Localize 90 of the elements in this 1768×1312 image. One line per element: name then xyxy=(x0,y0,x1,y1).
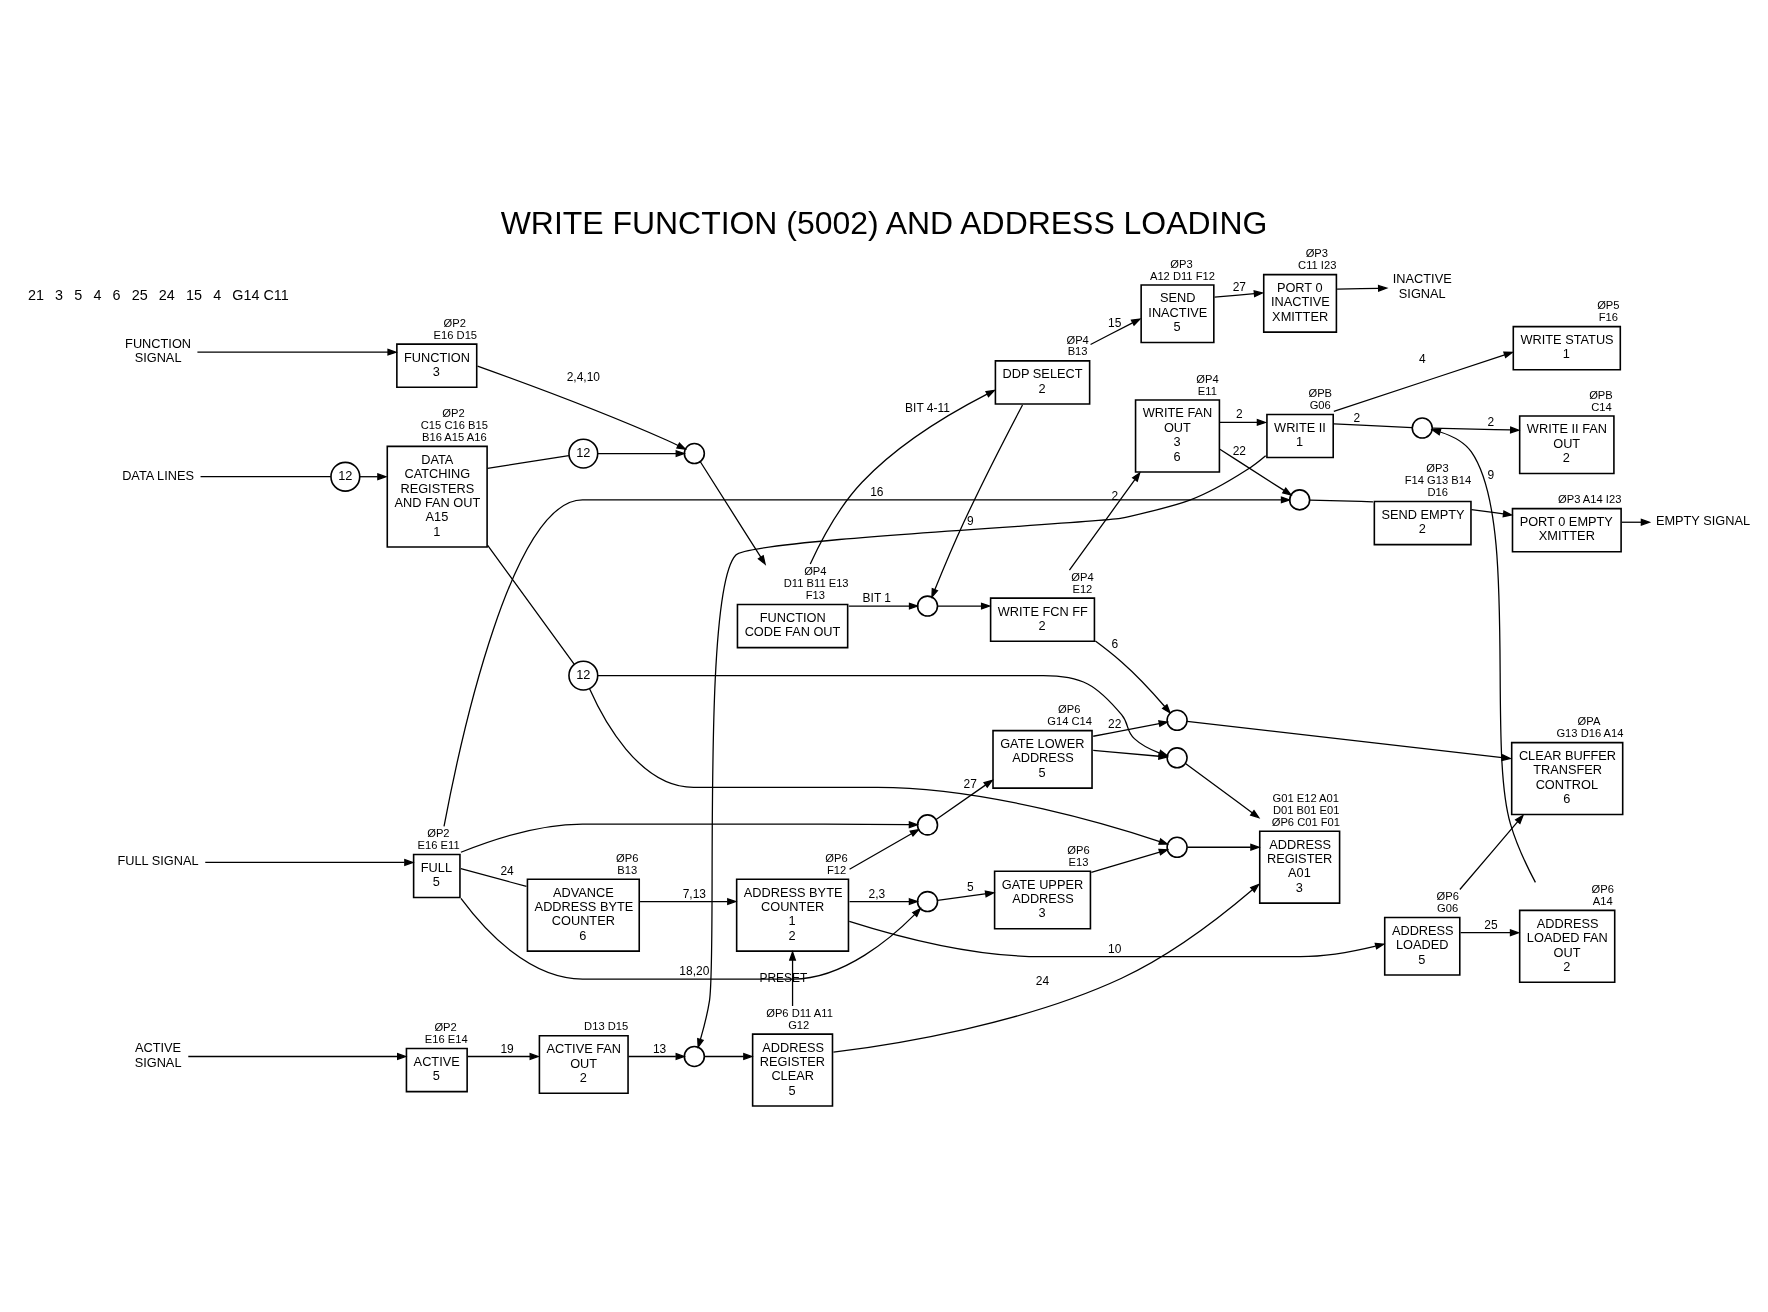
node-label: E16 E11 xyxy=(417,839,460,852)
node-text: FUNCTION SIGNAL xyxy=(125,335,192,366)
node-label: ØP4 xyxy=(804,565,827,578)
label: 21 xyxy=(27,286,44,303)
label: 25 xyxy=(131,286,148,303)
node-label: G06 xyxy=(1437,902,1459,915)
node-label: ØP4 xyxy=(1196,372,1219,385)
label: 6 xyxy=(112,286,121,303)
node-label: ØP2 xyxy=(427,827,450,840)
edge-label: 5 xyxy=(966,880,974,895)
node-text: INACTIVE SIGNAL xyxy=(1392,271,1452,301)
node-text: EMPTY SIGNAL xyxy=(1655,513,1751,529)
edge-label: BIT 4-11 xyxy=(905,401,950,416)
node-label: ØP3 A14 I23 xyxy=(1558,493,1622,506)
node-label: F12 xyxy=(826,863,847,876)
node-label: E11 xyxy=(1197,384,1217,397)
edge-label: 9 xyxy=(966,514,974,529)
label: G14 C11 xyxy=(232,286,289,303)
node-label: A14 xyxy=(1592,894,1613,907)
node-text: DATA LINES xyxy=(122,467,195,483)
node-label: ØPA xyxy=(1577,715,1601,728)
label: 5 xyxy=(74,286,83,303)
edge-label: 19 xyxy=(500,1041,514,1056)
edge-label: 22 xyxy=(1108,717,1122,732)
edge-label: 4 xyxy=(1418,352,1426,367)
node-label: F14 G13 B14 D16 xyxy=(1404,474,1472,499)
node-label: G13 D16 A14 xyxy=(1556,727,1624,740)
node-label: D13 D15 xyxy=(584,1020,629,1033)
edge-label: 27 xyxy=(1232,279,1247,294)
label: 24 xyxy=(158,286,175,303)
edge-label: 2 xyxy=(1487,414,1495,429)
diagram-title: WRITE FUNCTION (5002) AND ADDRESS LOADING xyxy=(500,204,1268,241)
edge-label: 10 xyxy=(1108,941,1122,956)
node-label: ØP2 xyxy=(434,1021,457,1034)
node-label: B13 xyxy=(1067,345,1088,358)
label: 3 xyxy=(55,286,64,303)
node-label: A12 D11 F12 xyxy=(1149,269,1215,282)
node-label: E16 E14 xyxy=(424,1033,468,1046)
edge-label: 18,20 xyxy=(679,964,710,979)
node-label: ØP5 xyxy=(1597,299,1620,312)
node-label: ØP2 xyxy=(442,406,465,419)
edge-label: 22 xyxy=(1232,444,1247,459)
edge-label: 2 xyxy=(1236,407,1243,422)
edge-label: 16 xyxy=(870,484,884,499)
edge-label: 25 xyxy=(1484,917,1498,932)
label: 4 xyxy=(213,286,222,303)
node-label: ØP6 xyxy=(616,851,639,864)
node-label: B13 xyxy=(617,863,638,876)
node-label: ØPB xyxy=(1589,388,1613,401)
node-label: ØP3 xyxy=(1426,462,1449,475)
node-label: ØP6 xyxy=(1436,890,1459,903)
edge-label: 24 xyxy=(1035,974,1050,989)
label: 4 xyxy=(93,286,102,303)
node-label: G14 C14 xyxy=(1047,715,1093,728)
node-label: C11 I23 xyxy=(1298,259,1337,272)
node-label: ØP6 xyxy=(825,851,848,864)
node-label: ØP2 xyxy=(443,316,466,329)
node-label: E16 D15 xyxy=(433,328,478,341)
node-label: ØP6 D11 A11 G12 xyxy=(766,1006,833,1031)
node-label: D11 B11 E13 F13 xyxy=(783,577,849,602)
label: 15 xyxy=(186,286,203,303)
edge-label: 2,4,10 xyxy=(566,369,600,384)
edge-label: 7,13 xyxy=(682,886,706,901)
edge-label: 27 xyxy=(963,777,977,792)
edge-label: 9 xyxy=(1487,468,1495,483)
node-label: ØP3 xyxy=(1305,247,1329,260)
node-label: C14 xyxy=(1591,400,1612,413)
node-label: G06 xyxy=(1309,399,1331,411)
node-label: E12 xyxy=(1072,582,1093,595)
edge-label: 2 xyxy=(1353,410,1361,425)
node-label: ØP6 xyxy=(1058,703,1081,716)
edge-label: 13 xyxy=(652,1041,667,1056)
node-label: G01 E12 A01 D01 B01 E01 xyxy=(1272,791,1340,816)
node-label: ØPB xyxy=(1308,387,1333,400)
node-label: C15 C16 B15 B16 A15 A16 xyxy=(420,418,488,443)
node-label: ØP6 xyxy=(1067,843,1090,856)
node-label: ØP4 xyxy=(1071,570,1094,583)
node-label: E13 xyxy=(1068,855,1089,868)
edge-label: 15 xyxy=(1108,315,1122,330)
edge-label: BIT 1 xyxy=(862,591,892,606)
edge-label: 24 xyxy=(500,864,514,879)
node-label: ØP3 xyxy=(1170,257,1193,270)
node-text: FULL SIGNAL xyxy=(117,853,199,869)
node-label: ØP4 xyxy=(1066,333,1089,346)
edge-label: 6 xyxy=(1111,637,1119,652)
edge-label: 2,3 xyxy=(868,886,886,901)
node-label: ØP6 xyxy=(1591,882,1614,895)
node-label: F16 xyxy=(1598,311,1619,324)
node-text: ACTIVE SIGNAL xyxy=(134,1040,182,1070)
node-label: ØP6 C01 F01 xyxy=(1271,815,1341,828)
